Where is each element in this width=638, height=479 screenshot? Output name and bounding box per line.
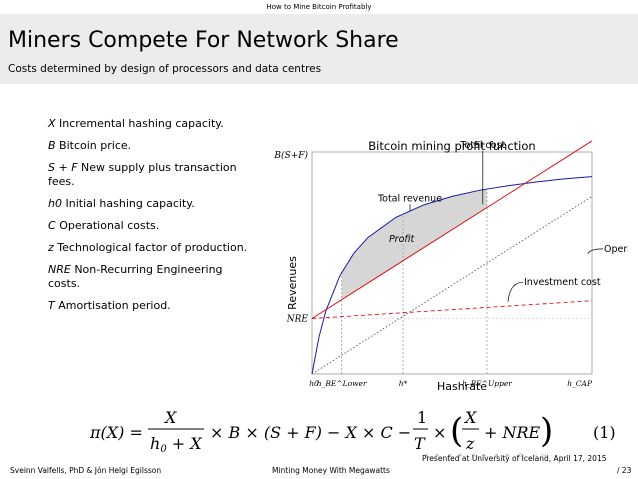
series-line	[311, 176, 593, 375]
svg-text:× B × (S + F) − X × C −: × B × (S + F) − X × C −	[210, 423, 411, 442]
svg-text:T: T	[414, 434, 426, 453]
x-tick-label: h_CAP	[567, 379, 593, 388]
plot-frame	[311, 151, 593, 375]
definition-text: Non-Recurring Engineering costs.	[48, 263, 223, 290]
definition-text: Initial hashing capacity.	[65, 197, 195, 210]
footer-talk-title: Minting Money With Megawatts	[272, 466, 390, 475]
svg-text:(: (	[450, 411, 463, 451]
x-tick-label: h_BE^Lower	[317, 379, 367, 388]
chart-title: Bitcoin mining profit function	[368, 139, 535, 153]
y-tick-label: B(S+F)	[273, 150, 308, 161]
x-tick-label: h*	[399, 379, 408, 388]
definition-item: B Bitcoin price.	[48, 139, 253, 153]
definition-text: Incremental hashing capacity.	[59, 117, 224, 130]
x-tick-label: h_BE^Upper	[462, 379, 512, 388]
annotation-total-revenue: Total revenue	[377, 193, 442, 204]
definition-symbol: T	[48, 299, 55, 312]
profit-formula: π(X) = X h0 + X × B × (S + F) − X × C − …	[89, 408, 616, 455]
footer-page-number: / 23	[617, 466, 632, 475]
definition-item: T Amortisation period.	[48, 299, 253, 313]
y-tick-label: NRE	[286, 315, 309, 325]
section-header: How to Mine Bitcoin Profitably	[266, 3, 372, 11]
definition-symbol: C	[48, 219, 56, 232]
frame-title-band	[0, 14, 638, 84]
definition-item: z Technological factor of production.	[48, 241, 253, 255]
definition-symbol: S + F	[48, 161, 78, 174]
svg-text:X: X	[463, 408, 477, 427]
annotation-total-cost: Total cost	[459, 140, 505, 151]
definition-item: h0 Initial hashing capacity.	[48, 197, 253, 211]
series-line	[311, 300, 593, 319]
x-tick-label: h0	[309, 379, 319, 388]
equation-number: (1)	[593, 423, 616, 442]
svg-text:π(X) =: π(X) =	[89, 423, 143, 442]
definition-symbol: B	[48, 139, 56, 152]
svg-text:×: ×	[433, 423, 446, 442]
definition-item: C Operational costs.	[48, 219, 253, 233]
footer-presented: Presented at University of Iceland, Apri…	[422, 454, 607, 463]
svg-text:1: 1	[417, 408, 427, 427]
definition-item: S + F New supply plus transaction fees.	[48, 161, 253, 189]
series-line	[311, 140, 593, 319]
annotation-investment-cost: Investment cost	[524, 277, 601, 288]
svg-text:z: z	[465, 434, 475, 453]
definition-symbol: z	[48, 241, 54, 254]
frame-title: Miners Compete For Network Share	[8, 28, 399, 53]
svg-text:X: X	[163, 408, 177, 427]
svg-text:h0 + X: h0 + X	[150, 434, 202, 455]
footer-authors: Sveinn Valfells, PhD & Jón Helgi Egilsso…	[10, 466, 162, 475]
footer: Sveinn Valfells, PhD & Jón Helgi Egilsso…	[0, 454, 638, 476]
definition-symbol: X	[48, 117, 56, 130]
annotation-arrow	[507, 281, 524, 302]
definition-text: Operational costs.	[59, 219, 160, 232]
annotation-arrow	[587, 248, 604, 254]
x-axis-label: Hashrate	[437, 380, 487, 393]
definition-text: Technological factor of production.	[57, 241, 248, 254]
annotation-profit: Profit	[389, 234, 416, 245]
definition-item: X Incremental hashing capacity.	[48, 117, 253, 131]
y-axis-label: Revenues	[286, 256, 299, 310]
definitions-list: X Incremental hashing capacity. B Bitcoi…	[48, 117, 253, 321]
svg-text:): )	[540, 411, 553, 451]
definition-symbol: h0	[48, 197, 62, 210]
profit-region	[341, 189, 487, 300]
definition-text: Bitcoin price.	[59, 139, 132, 152]
definition-symbol: NRE	[48, 263, 71, 276]
annotation-operational-cost: Operational cost	[604, 244, 628, 255]
beamer-nav-symbols[interactable]: ◂ ▸ ◂ ▸ ◂ ▸ ◂ ▸ ≡ ∽∾	[424, 451, 550, 459]
svg-text:+ NRE: + NRE	[484, 423, 541, 442]
definition-text: Amortisation period.	[58, 299, 171, 312]
frame-subtitle: Costs determined by design of processors…	[8, 63, 322, 75]
definition-text: New supply plus transaction fees.	[48, 161, 237, 188]
definition-item: NRE Non-Recurring Engineering costs.	[48, 263, 253, 291]
series-line	[311, 196, 593, 375]
